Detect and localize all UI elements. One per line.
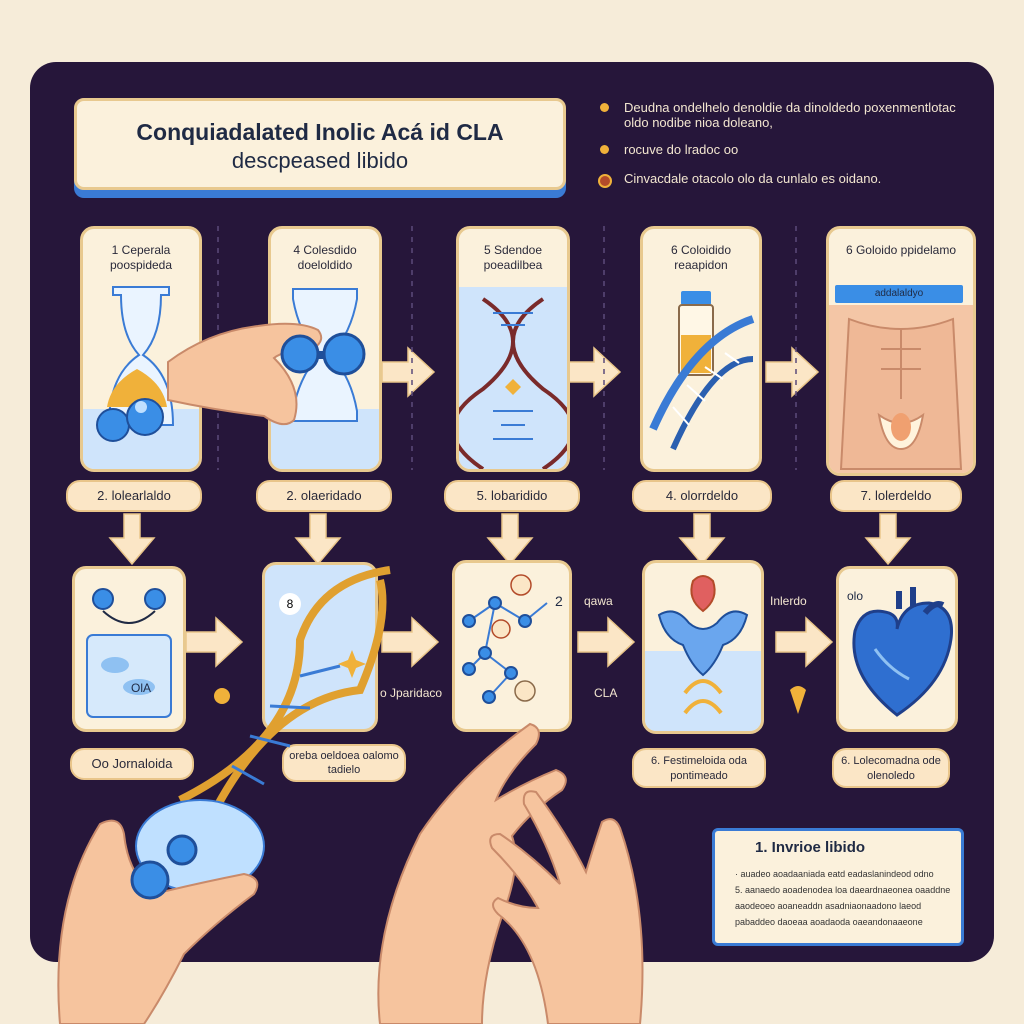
step-card xyxy=(642,560,764,734)
arrow-right-icon xyxy=(567,346,622,398)
stray-label: CLA xyxy=(594,686,618,700)
step-card: OlA xyxy=(72,566,186,732)
heart-icon xyxy=(852,587,954,717)
note-title: 1. Invrioe libido xyxy=(755,839,866,856)
step-card: 6 Coloidido reaapidon xyxy=(640,226,762,472)
beaker-molecules-icon xyxy=(86,588,172,718)
step-tag: 2. olaeridado xyxy=(256,480,392,512)
arrow-right-icon xyxy=(381,616,440,668)
step-label: 6 Coloidido reaapidon xyxy=(670,243,732,272)
stray-label: o Jparidaco xyxy=(380,686,443,700)
step-label: 6 Goloido ppidelamo xyxy=(845,243,957,257)
arrow-right-icon xyxy=(577,616,636,668)
note-line: · auadeo aoadaaniada eatd eadaslanindeod… xyxy=(735,869,934,879)
molecule-network-icon xyxy=(462,574,548,704)
hand-icon xyxy=(57,819,259,1024)
step-tag: 6. Lolecomadna ode olenoledo xyxy=(832,748,950,788)
step-tag: Oo Jornaloida xyxy=(70,748,194,780)
step-label: 4 Colesdido doeloldido xyxy=(293,243,357,272)
sparkle-icon xyxy=(338,650,366,678)
step-card: 2 xyxy=(452,560,572,732)
step-tag: 4. olorrdeldo xyxy=(632,480,772,512)
network-number: 2 xyxy=(555,593,563,609)
title-line-2: descpeased libido xyxy=(231,148,409,173)
bullet-item: Cinvacdale otacolo olo da cunlalo es oid… xyxy=(596,171,976,188)
arrow-down-icon xyxy=(294,513,342,566)
bullet-dot-icon xyxy=(600,145,609,154)
hand-icon xyxy=(377,722,567,1024)
step-card: 6 Goloido ppidelamo addalaldyo xyxy=(826,226,976,476)
step-tag: 2. lolearlaldo xyxy=(66,480,202,512)
bullet-ring-icon xyxy=(598,174,612,188)
pin-icon xyxy=(790,686,806,714)
bullet-list: Deudna ondelhelo denoldie da dinoldedo p… xyxy=(596,100,976,198)
arrow-right-icon xyxy=(765,346,820,398)
bullet-text: Cinvacdale otacolo olo da cunlalo es oid… xyxy=(624,171,882,186)
note-line: aaodeoeo aoaneaddn asadniaonaadono laeod xyxy=(735,901,922,911)
note-line: 5. aanaedo aoadenodea loa daeardnaeonea … xyxy=(735,885,951,895)
hand-icon xyxy=(489,790,644,1024)
vial-dna-icon xyxy=(649,291,755,451)
step-tag: 5. lobaridido xyxy=(444,480,580,512)
title-box: Conquiadalated Inolic Acá id CLA descpea… xyxy=(74,98,566,190)
arrow-right-icon xyxy=(185,616,244,668)
arrow-down-icon xyxy=(486,513,534,566)
stray-label: Inlerdo xyxy=(770,594,807,608)
step-card: 5 Sdendoe poeadilbea xyxy=(456,226,570,472)
torso-banner: addalaldyo xyxy=(835,285,963,303)
step-label: 1 Ceperala poospideda xyxy=(109,243,173,272)
step-label: 5 Sdendoe poeadilbea xyxy=(483,243,543,272)
bullet-text: rocuve do lradoc oo xyxy=(624,142,739,157)
molecule-icon xyxy=(322,332,366,376)
accent-dot-icon xyxy=(214,688,230,704)
step-card: 4 Colesdido doeloldido xyxy=(268,226,382,472)
reproductive-organ-icon xyxy=(645,575,761,731)
dna-strand-icon xyxy=(459,287,567,469)
bullet-dot-icon xyxy=(600,103,609,112)
step-card: 1 Ceperala poospideda xyxy=(80,226,202,472)
arrow-right-icon xyxy=(775,616,834,668)
stray-label: qawa xyxy=(584,594,613,608)
step-number: 8 xyxy=(279,593,301,615)
title-line-1: Conquiadalated Inolic Acá id CLA xyxy=(136,119,504,145)
flask-molecule-icon xyxy=(83,286,199,469)
bullet-item: Deudna ondelhelo denoldie da dinoldedo p… xyxy=(596,100,976,130)
arrow-down-icon xyxy=(864,513,912,566)
heart-label: olo xyxy=(847,589,864,603)
torso-icon xyxy=(829,305,973,473)
bullet-text: Deudna ondelhelo denoldie da dinoldedo p… xyxy=(624,100,956,130)
arrow-down-icon xyxy=(108,513,156,566)
arrow-down-icon xyxy=(678,513,726,566)
arrow-right-icon xyxy=(381,346,436,398)
note-book: 1. Invrioe libido · auadeo aoadaaniada e… xyxy=(712,828,964,946)
step-card: olo xyxy=(836,566,958,732)
beaker-label: OlA xyxy=(131,681,152,695)
bullet-item: rocuve do lradoc oo xyxy=(596,142,976,157)
note-line: pabaddeo daoeaa aoadaoda oaeandonaaeone xyxy=(735,917,923,927)
step-tag: 6. Festimeloida oda pontimeado xyxy=(632,748,766,788)
step-tag: oreba oeldoea oalomo tadielo xyxy=(282,744,406,782)
step-tag: 7. lolerdeldo xyxy=(830,480,962,512)
